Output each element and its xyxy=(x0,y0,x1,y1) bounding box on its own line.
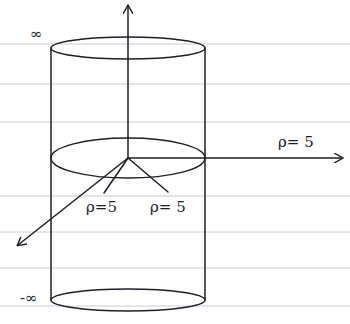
axis-label: ∞ xyxy=(30,26,43,43)
axis-label: ρ= 5 xyxy=(278,134,314,151)
axis-label: -∞ xyxy=(20,290,38,307)
axis-label: ρ=5 xyxy=(86,199,117,216)
axis-label: ρ= 5 xyxy=(150,199,186,216)
